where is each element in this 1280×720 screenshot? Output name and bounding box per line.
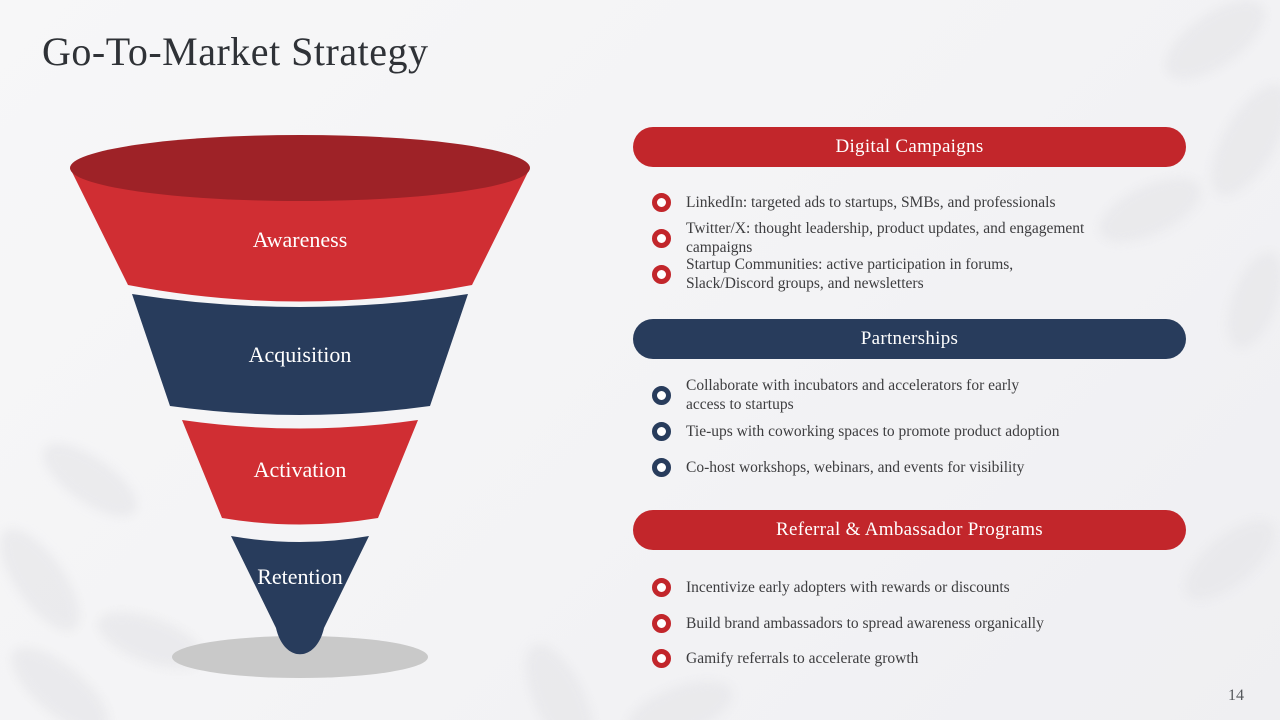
- ring-bullet-icon: [652, 648, 671, 668]
- list-item-text: Collaborate with incubators and accelera…: [686, 377, 1020, 413]
- list-item: LinkedIn: targeted ads to startups, SMBs…: [652, 190, 1180, 214]
- ring-bullet-icon: [652, 228, 671, 248]
- list-item-text: Twitter/X: thought leadership, product u…: [686, 220, 1085, 256]
- page-number: 14: [1228, 687, 1244, 704]
- list-item: Build brand ambassadors to spread awaren…: [652, 611, 1180, 635]
- funnel-shadow: [172, 636, 428, 678]
- marketing-funnel-diagram: Awareness Acquisition Activation Retenti…: [70, 135, 530, 678]
- list-item: Tie-ups with coworking spaces to promote…: [652, 419, 1180, 443]
- section-title: Referral & Ambassador Programs: [775, 519, 1044, 540]
- list-item: Startup Communities: active participatio…: [652, 255, 1180, 293]
- list-item: Gamify referrals to accelerate growth: [652, 646, 1180, 670]
- funnel-label-awareness: Awareness: [253, 227, 348, 252]
- funnel-label-acquisition: Acquisition: [249, 342, 352, 367]
- ring-bullet-icon: [652, 577, 671, 597]
- ring-bullet-icon: [652, 192, 671, 212]
- section-title: Partnerships: [860, 328, 959, 349]
- section-header-partnerships: Partnerships: [633, 319, 1186, 359]
- list-item: Twitter/X: thought leadership, product u…: [652, 219, 1180, 257]
- section-title: Digital Campaigns: [835, 136, 984, 157]
- funnel-stage-acquisition: [132, 294, 468, 415]
- ring-bullet-icon: [652, 421, 671, 441]
- funnel-stage-retention: [231, 536, 369, 655]
- ring-bullet-icon: [652, 264, 671, 284]
- list-item-text: Startup Communities: active participatio…: [686, 256, 1014, 292]
- funnel-stage-awareness: [70, 168, 530, 302]
- list-item-text: Incentivize early adopters with rewards …: [686, 578, 1010, 596]
- ring-bullet-icon: [652, 613, 671, 633]
- funnel-label-retention: Retention: [257, 564, 343, 589]
- funnel-top-ellipse: [70, 135, 530, 201]
- page-title: Go-To-Market Strategy: [42, 29, 429, 74]
- list-item-text: Tie-ups with coworking spaces to promote…: [686, 422, 1060, 440]
- funnel-stage-activation: [182, 420, 418, 525]
- list-item: Incentivize early adopters with rewards …: [652, 575, 1180, 599]
- ring-bullet-icon: [652, 457, 671, 477]
- list-item-text: Co-host workshops, webinars, and events …: [686, 458, 1025, 476]
- funnel-label-activation: Activation: [254, 457, 347, 482]
- list-item-text: Build brand ambassadors to spread awaren…: [686, 614, 1044, 632]
- list-item-text: Gamify referrals to accelerate growth: [686, 649, 919, 667]
- ring-bullet-icon: [652, 385, 671, 405]
- list-item: Collaborate with incubators and accelera…: [652, 376, 1180, 414]
- section-header-digital-campaigns: Digital Campaigns: [633, 127, 1186, 167]
- list-item-text: LinkedIn: targeted ads to startups, SMBs…: [686, 193, 1056, 211]
- list-item: Co-host workshops, webinars, and events …: [652, 455, 1180, 479]
- section-header-referral-ambassador-programs: Referral & Ambassador Programs: [633, 510, 1186, 550]
